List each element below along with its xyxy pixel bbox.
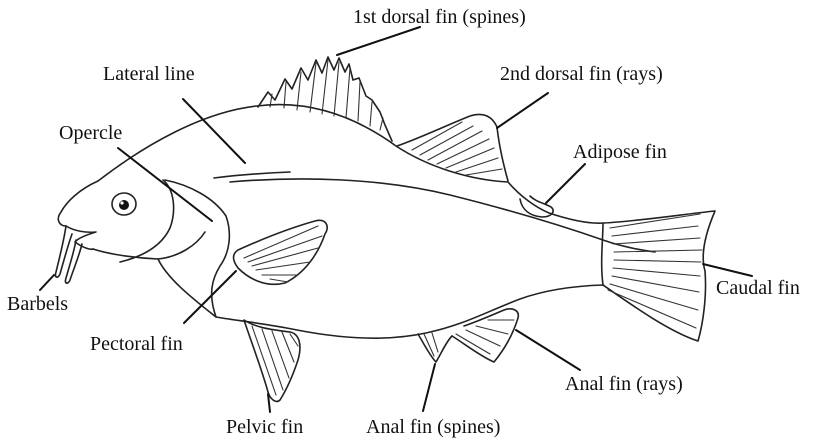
fish-eye: [112, 193, 136, 215]
leader-first-dorsal: [337, 27, 420, 55]
leader-caudal: [703, 264, 752, 276]
leader-opercle: [118, 148, 212, 221]
part-labels: 1st dorsal fin (spines) 2nd dorsal fin (…: [7, 6, 800, 438]
opercle-plate: [165, 180, 229, 317]
label-anal-fin-rays: Anal fin (rays): [565, 373, 683, 395]
label-barbels: Barbels: [7, 293, 68, 315]
label-pelvic-fin: Pelvic fin: [226, 416, 303, 438]
lateral-line: [230, 179, 655, 252]
label-adipose-fin: Adipose fin: [573, 141, 667, 163]
anal-fin: [418, 309, 518, 362]
leader-barbels: [40, 275, 54, 290]
label-caudal-fin: Caudal fin: [716, 277, 800, 299]
label-lateral-line: Lateral line: [103, 63, 195, 85]
leader-second-dorsal: [497, 93, 548, 128]
leader-adipose: [546, 164, 585, 203]
label-first-dorsal-fin: 1st dorsal fin (spines): [353, 6, 526, 28]
label-anal-fin-spines: Anal fin (spines): [366, 416, 500, 438]
pectoral-fin: [234, 220, 328, 284]
label-opercle: Opercle: [59, 122, 122, 144]
first-dorsal-fin: [258, 57, 392, 141]
caudal-fin: [602, 214, 702, 328]
leader-anal-rays: [516, 330, 580, 370]
leader-lateral-line: [183, 99, 245, 163]
pelvic-fin: [244, 320, 300, 401]
label-pectoral-fin: Pectoral fin: [90, 333, 183, 355]
leader-anal-spines: [423, 364, 435, 411]
label-second-dorsal-fin: 2nd dorsal fin (rays): [500, 63, 663, 85]
barbels: [55, 226, 82, 283]
second-dorsal-fin: [397, 114, 508, 181]
